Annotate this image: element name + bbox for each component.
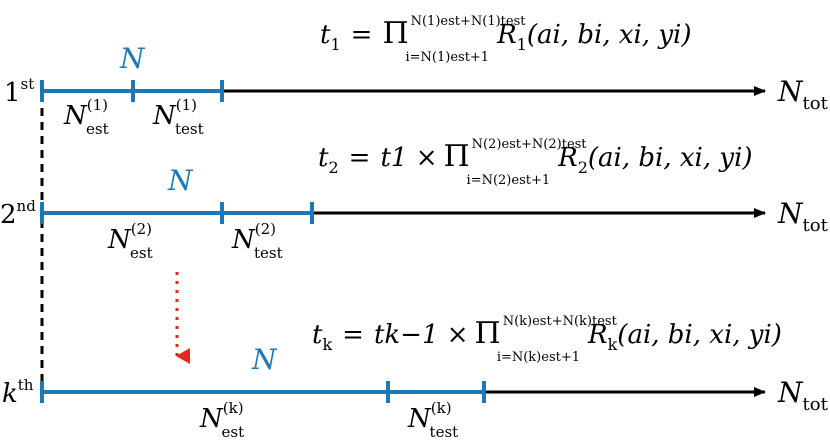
row-2-test-label: N(2)test (231, 220, 283, 262)
row-1-ordinal: 1st (4, 75, 34, 108)
row-2-end-label: Ntot (777, 197, 829, 236)
row-2-ordinal: 2nd (0, 197, 36, 230)
row-1-est-label: N(1)est (63, 96, 109, 138)
row-k-window-label: N (251, 343, 278, 376)
row-k-ordinal: kth (2, 376, 34, 409)
row-2-window-label: N (167, 164, 194, 197)
row-k-test-label: N(k)test (407, 399, 458, 440)
row-1-end-label: Ntot (777, 75, 829, 114)
row-1-window-label: N (119, 42, 146, 75)
row-2-est-label: N(2)est (107, 220, 153, 262)
row-k-est-label: N(k)est (199, 399, 244, 440)
row-1-test-label: N(1)test (152, 96, 204, 138)
row-k-end-label: Ntot (777, 376, 829, 415)
